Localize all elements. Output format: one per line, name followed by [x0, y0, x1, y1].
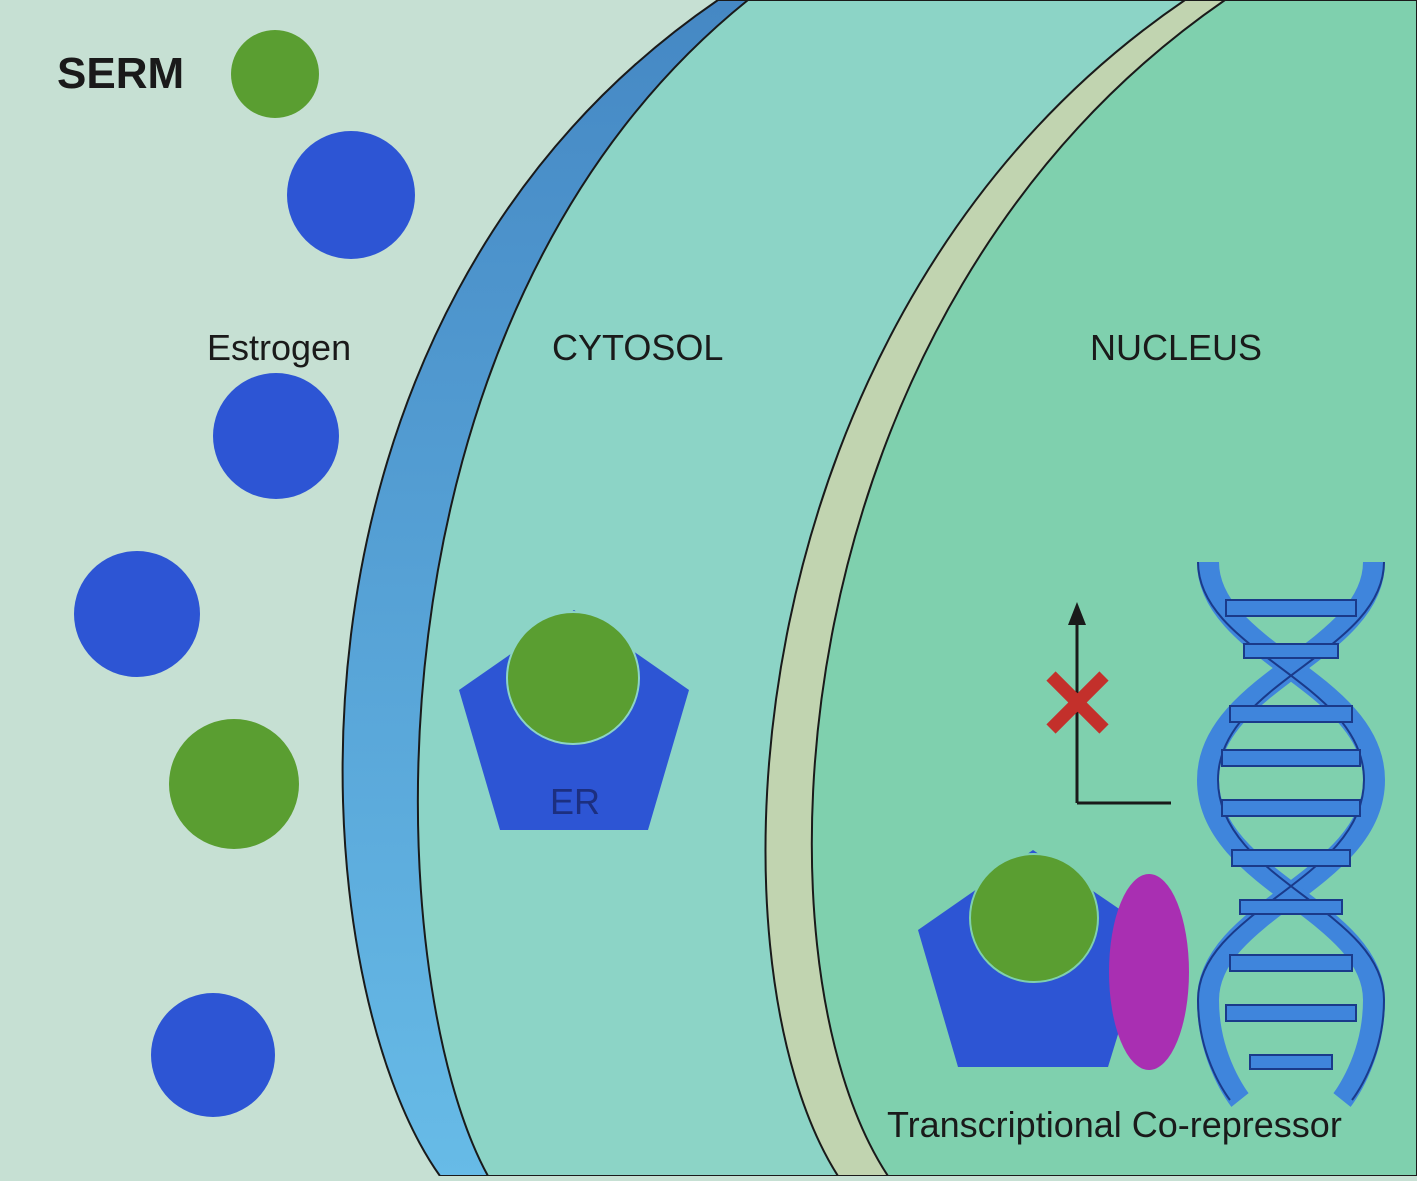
er-label: ER	[550, 781, 600, 822]
transcription-arrow-icon	[1068, 602, 1171, 805]
cytosol-label: CYTOSOL	[552, 327, 723, 368]
estrogen-molecule	[287, 131, 415, 259]
transcriptional-corepressor	[1109, 874, 1189, 1070]
estrogen-molecule	[151, 993, 275, 1117]
estrogen-label: Estrogen	[207, 327, 351, 368]
serm-label: SERM	[57, 49, 184, 98]
red-x-icon	[1046, 671, 1109, 734]
corepressor-label: Transcriptional Co-repressor	[887, 1104, 1342, 1145]
estrogen-molecule	[213, 373, 339, 499]
serm-molecule-nuclear	[969, 853, 1099, 983]
serm-molecule	[231, 30, 319, 118]
serm-molecule	[169, 719, 299, 849]
dna-base-pairs	[1221, 599, 1361, 1070]
estrogen-molecule	[74, 551, 200, 677]
serm-molecule-bound	[506, 611, 640, 745]
nucleus-label: NUCLEUS	[1090, 327, 1262, 368]
